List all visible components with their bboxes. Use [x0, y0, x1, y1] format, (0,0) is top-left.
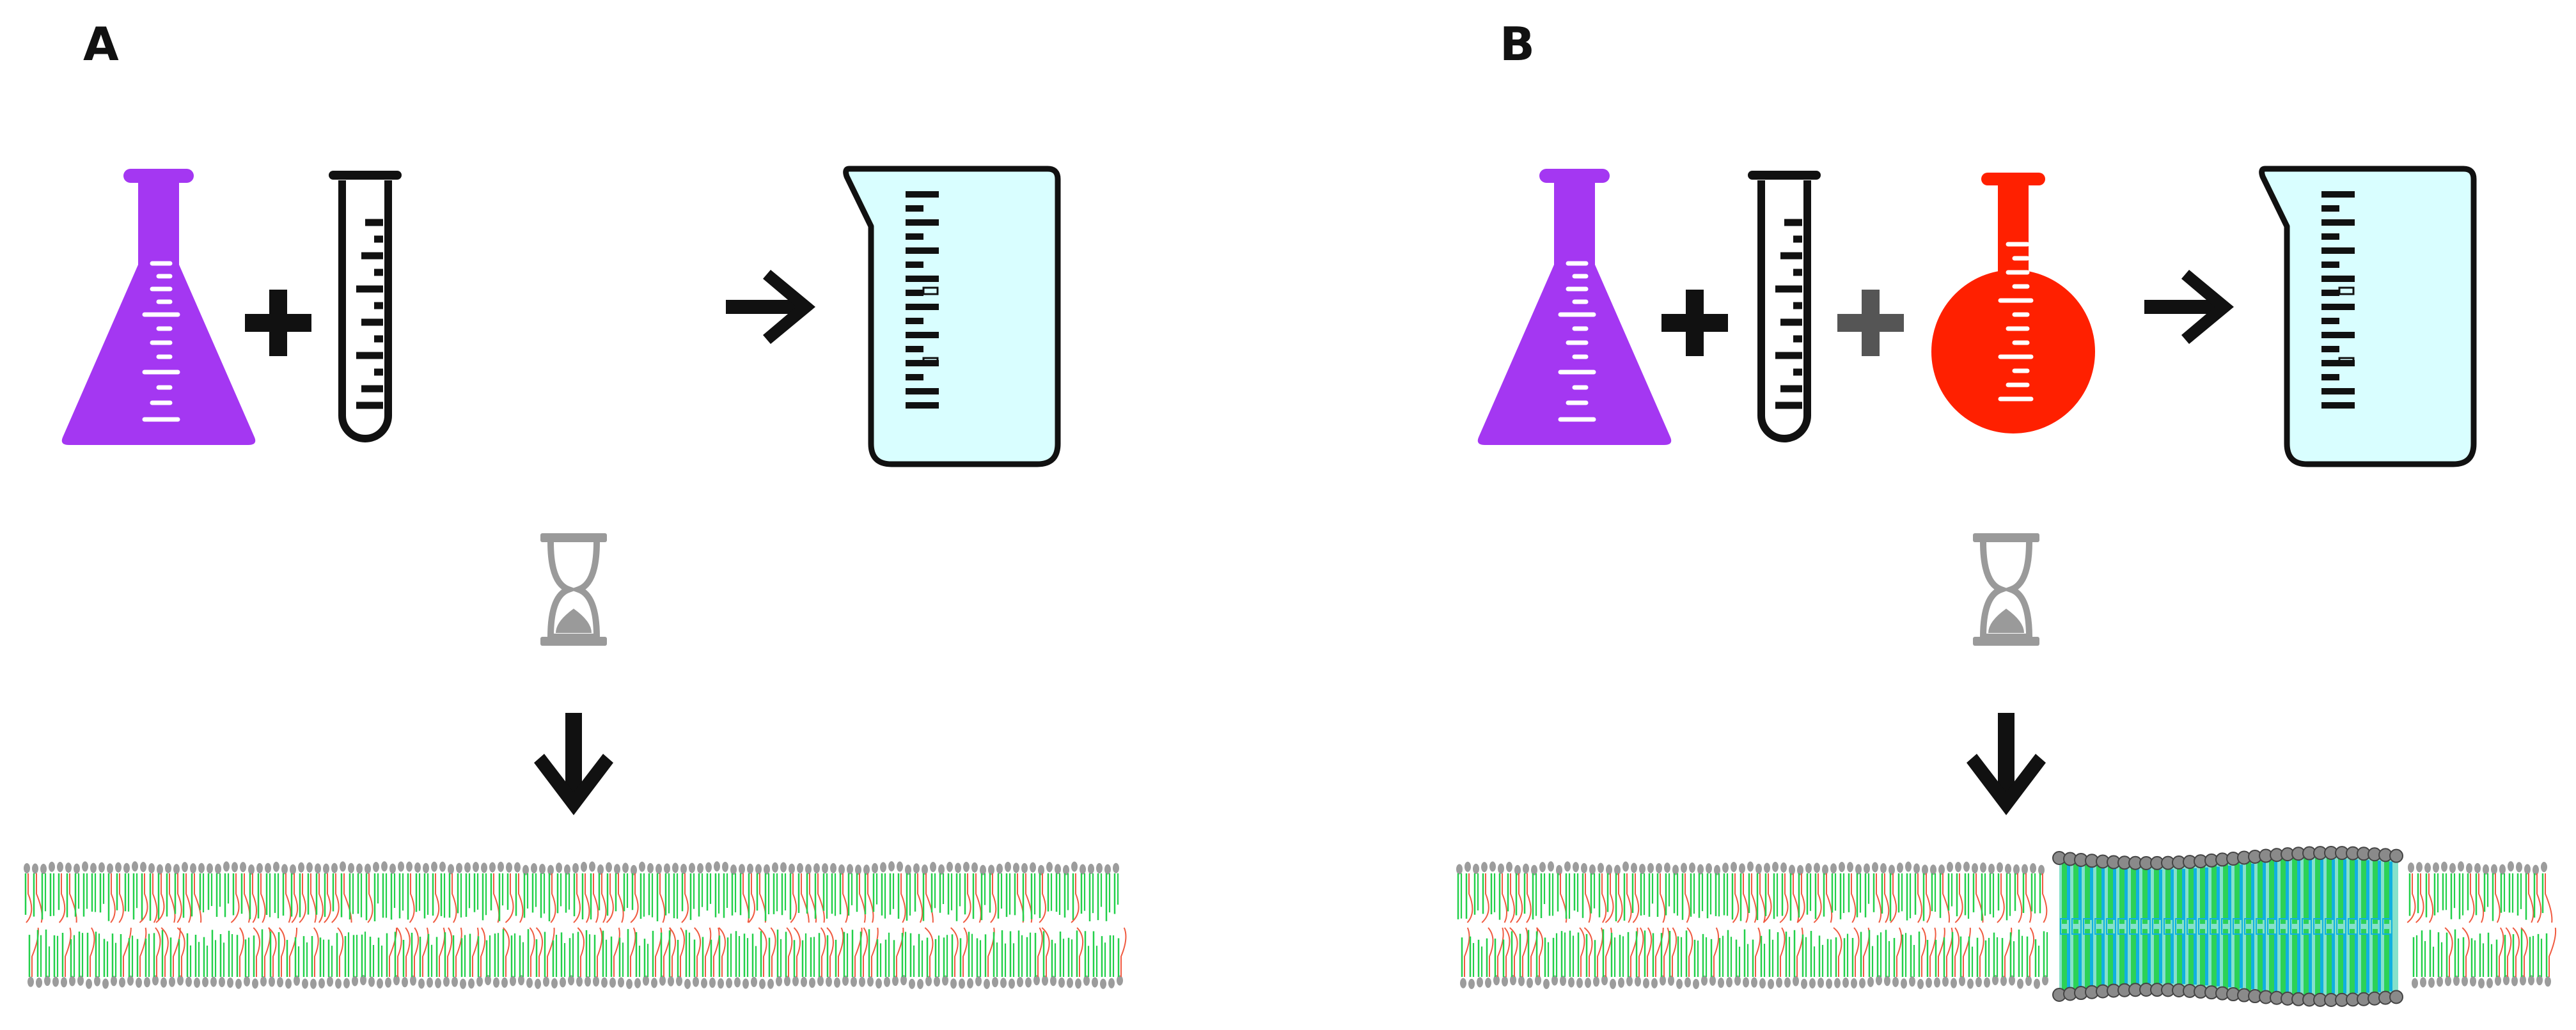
arrow-down-icon: [534, 713, 613, 815]
test-tube-icon: [1752, 175, 1816, 439]
panel-b: B: [1456, 17, 2557, 1007]
plus-icon-secondary: [1837, 290, 1904, 356]
arrow-right-icon: [2144, 270, 2234, 344]
panel-label-a: A: [83, 17, 119, 71]
round-bottom-flask-icon: [1931, 173, 2095, 433]
lipid-bilayer-with-domain: [1456, 846, 2557, 1007]
hourglass-icon: [1973, 533, 2039, 646]
erlenmeyer-flask-icon: [62, 169, 256, 445]
panel-a: A: [24, 17, 1127, 989]
arrow-right-icon: [726, 270, 815, 344]
beaker-icon: [846, 169, 1058, 464]
panel-label-b: B: [1500, 17, 1535, 71]
beaker-icon: [2262, 169, 2474, 464]
erlenmeyer-flask-icon: [1478, 169, 1672, 445]
hourglass-icon: [540, 533, 607, 646]
test-tube-icon: [333, 175, 397, 439]
plus-icon: [245, 290, 311, 356]
plus-icon: [1661, 290, 1728, 356]
lipid-bilayer: [24, 861, 1127, 989]
arrow-down-icon: [1967, 713, 2046, 815]
